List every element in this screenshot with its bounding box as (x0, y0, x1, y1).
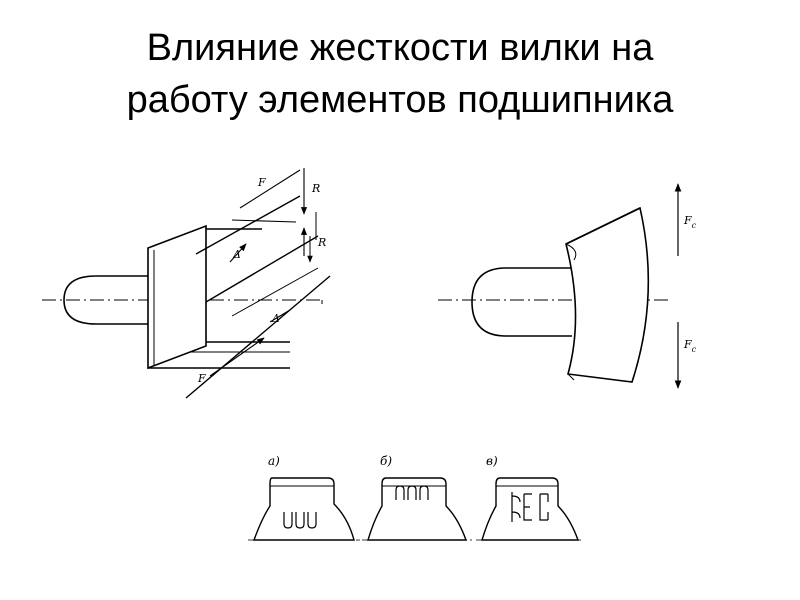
force-fc-top: Fc (683, 214, 697, 230)
bushing-variant-a (248, 477, 360, 541)
bushing-variant-c (476, 477, 584, 541)
delta-label-top: Δ (232, 248, 241, 261)
reaction-label-bottom: R (317, 236, 326, 249)
force-label-bottom: F (197, 372, 206, 385)
slide-title: Влияние жесткости вилки на работу элемен… (0, 22, 800, 126)
curved-roller (565, 206, 650, 383)
variant-label-b: б) (380, 454, 392, 468)
slide-title-line-2: работу элементов подшипника (126, 79, 674, 121)
shaft-journal-2 (471, 267, 572, 337)
bushing-variant-b (362, 477, 472, 541)
variant-label-c: в) (486, 454, 498, 468)
force-label-top: F (257, 176, 266, 189)
flange-plate (147, 224, 207, 370)
figure-bearing-deflection (42, 168, 331, 399)
reaction-label-top: R (311, 182, 320, 195)
figure-curved-roller (438, 183, 682, 389)
shaft-journal (63, 275, 150, 325)
variant-label-a: а) (268, 454, 280, 468)
delta-label-bottom: Δ (271, 312, 280, 325)
slide-title-line-1: Влияние жесткости вилки на (146, 27, 654, 69)
force-fc-bottom: Fc (683, 338, 697, 354)
